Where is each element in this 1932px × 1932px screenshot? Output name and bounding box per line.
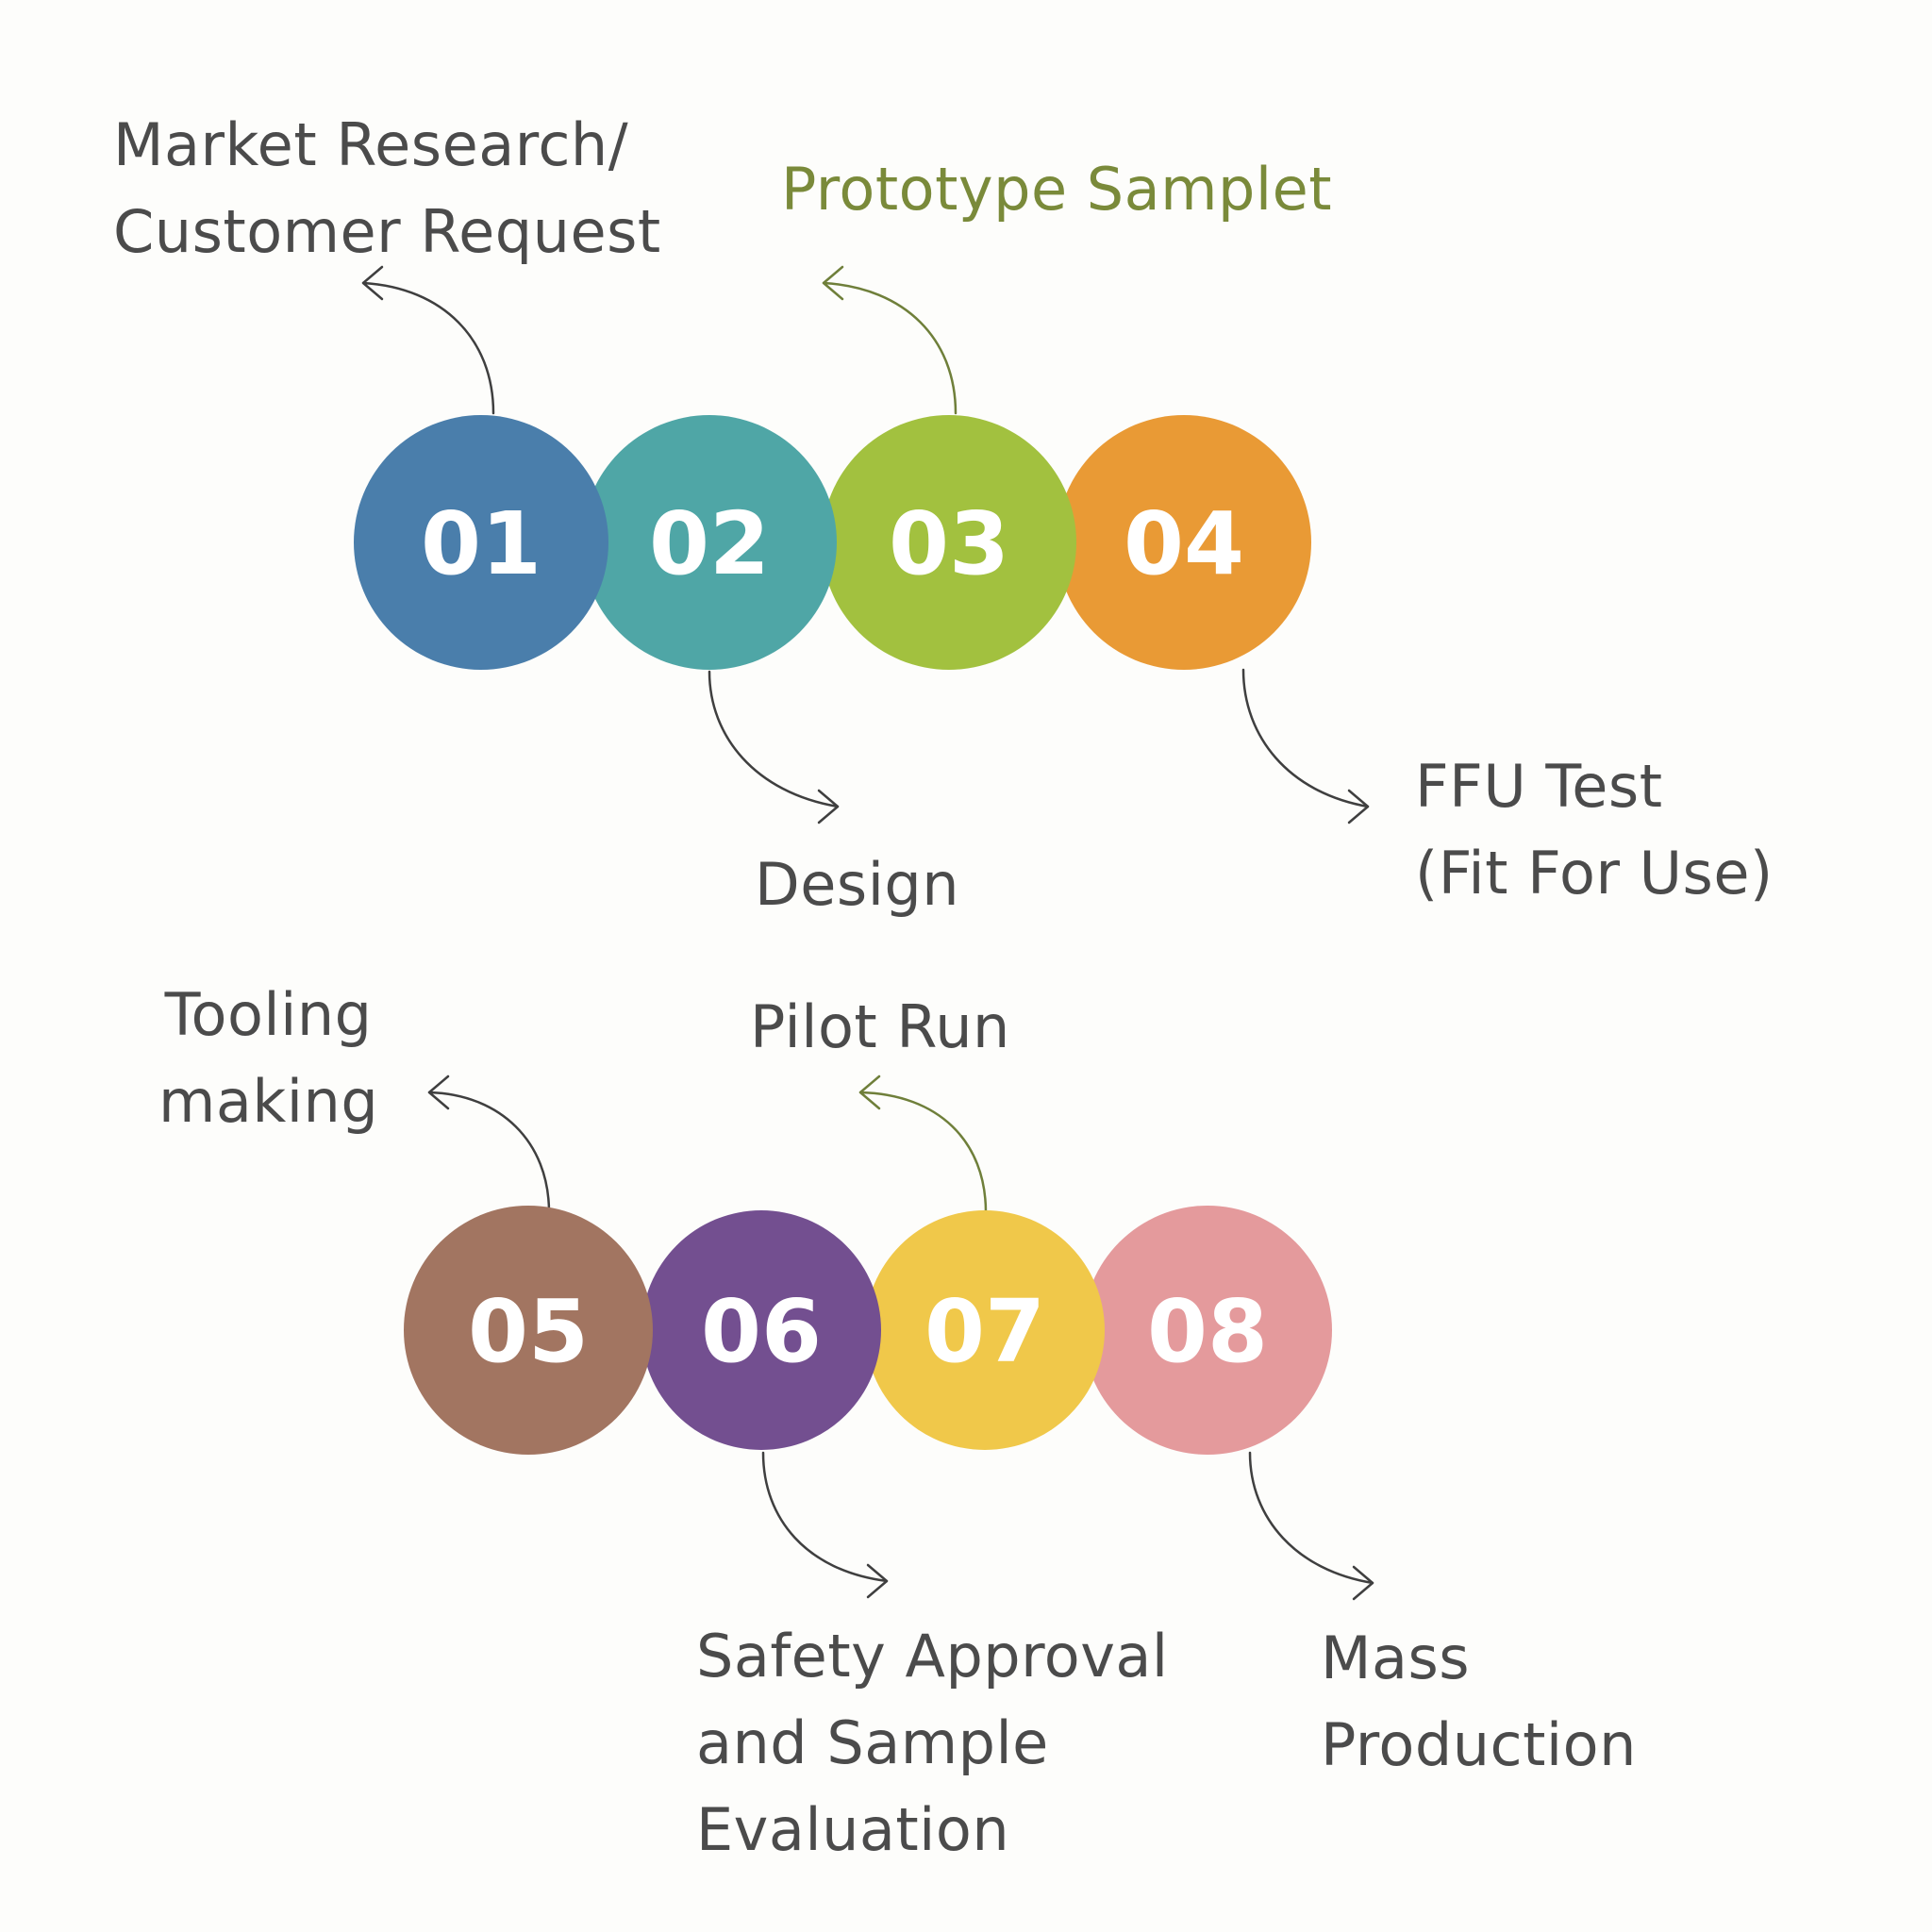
arrowhead-icon [1352, 1565, 1374, 1601]
step-circle-02 [582, 415, 837, 670]
arrowhead-icon [1347, 789, 1370, 824]
arrowhead-icon [817, 789, 840, 824]
step-node-04: 04 [1057, 415, 1311, 670]
connector-arrow-06 [761, 1451, 889, 1599]
step-number-07: 07 [924, 1281, 1045, 1382]
connector-arrow-04 [1241, 668, 1370, 824]
step-circle-03 [822, 415, 1076, 670]
step-circle-05 [404, 1206, 653, 1455]
label-step-01: Market Research/Customer Request [113, 110, 661, 266]
step-number-04: 04 [1124, 493, 1244, 594]
step-node-06: 06 [641, 1210, 881, 1450]
step-node-01: 01 [354, 415, 608, 670]
step-number-03: 03 [889, 493, 1009, 594]
connector-arrow-01 [361, 265, 495, 415]
label-step-04: FFU Test(Fit For Use) [1415, 752, 1774, 908]
step-node-05: 05 [404, 1206, 653, 1455]
step-number-02: 02 [649, 493, 770, 594]
connector-arrow-03 [822, 265, 958, 415]
step-number-06: 06 [701, 1281, 822, 1382]
connector-arrow-07 [858, 1074, 988, 1214]
arrowhead-icon [361, 265, 384, 301]
arrowhead-icon [427, 1074, 450, 1110]
step-node-02: 02 [582, 415, 837, 670]
step-number-08: 08 [1147, 1281, 1268, 1382]
step-circle-04 [1057, 415, 1311, 670]
label-step-03: Prototype Samplet [781, 155, 1333, 224]
label-step-07: Pilot Run [750, 992, 1010, 1061]
step-node-03: 03 [822, 415, 1076, 670]
step-node-07: 07 [865, 1210, 1105, 1450]
step-circle-08 [1083, 1206, 1332, 1455]
step-circle-07 [865, 1210, 1105, 1450]
connector-arrow-05 [427, 1074, 551, 1214]
step-node-08: 08 [1083, 1206, 1332, 1455]
label-step-02: Design [755, 850, 960, 919]
step-number-05: 05 [468, 1281, 589, 1382]
step-circle-06 [641, 1210, 881, 1450]
step-number-01: 01 [421, 493, 541, 594]
arrowhead-icon [858, 1074, 881, 1110]
arrowhead-icon [866, 1563, 889, 1599]
step-circle-01 [354, 415, 608, 670]
connector-arrow-02 [708, 670, 840, 824]
connector-arrow-08 [1248, 1451, 1374, 1601]
arrowhead-icon [822, 265, 844, 301]
